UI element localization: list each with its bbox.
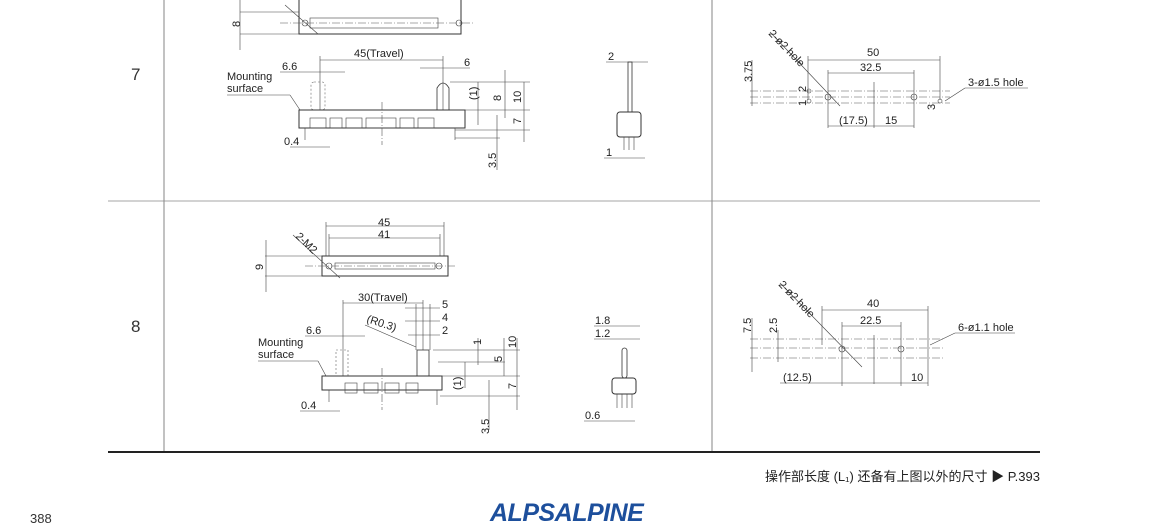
row8-w4: 4 <box>442 312 448 324</box>
row7-pcb-height: 3.75 <box>743 61 755 82</box>
row7-side-top: 2 <box>608 51 614 63</box>
row7-pin-3: 3 <box>926 104 938 110</box>
row-number-8: 8 <box>131 317 141 336</box>
row7-top-view: 8 <box>231 0 475 50</box>
row8-dim-1: 1 <box>472 339 484 345</box>
row8-w2: 2 <box>442 325 448 337</box>
footnote-other-lengths: 操作部长度 (L₁) 还备有上图以外的尺寸 ▶ P.393 <box>764 469 1040 484</box>
row7-pcb-layout: 50 32.5 (17.5) 15 2-ø2 hole 3-ø1.5 hole … <box>743 28 1028 128</box>
row8-dim-0-4: 0.4 <box>301 400 316 412</box>
row7-dim-3-5: 3.5 <box>487 153 499 168</box>
row8-front-view: 30(Travel) 5 4 2 (R0.3) 6.6 Mounting sur… <box>258 292 520 434</box>
row8-pcb-hole-a: 2-ø2 hole <box>776 279 817 321</box>
row8-travel: 30(Travel) <box>358 292 408 304</box>
row7-dim-8: 8 <box>492 95 504 101</box>
row8-dim-3-5: 3.5 <box>480 419 492 434</box>
row7-front-view: 45(Travel) 6.6 6 Mounting surface 0.4 (1… <box>227 48 530 170</box>
row-number-7: 7 <box>131 65 141 84</box>
row7-pcb-inner: 32.5 <box>860 62 881 74</box>
row8-pcb-hole-b: 6-ø1.1 hole <box>958 322 1014 334</box>
row8-top-outer: 45 <box>378 217 390 229</box>
row8-top-screw: 2-M2 <box>293 231 319 257</box>
row8-top-inner: 41 <box>378 229 390 241</box>
row7-pcb-offset: (17.5) <box>839 115 868 127</box>
row8-pcb-sub: 2.5 <box>768 318 780 333</box>
row7-top-height: 8 <box>231 21 243 27</box>
row8-dim-10: 10 <box>507 336 519 348</box>
row7-pcb-pitch: 15 <box>885 115 897 127</box>
page-number: 388 <box>30 511 52 526</box>
row8-dim-p1: (1) <box>452 377 464 390</box>
row8-dim-5: 5 <box>493 356 505 362</box>
row8-left-offset: 6.6 <box>306 325 321 337</box>
row8-top-view: 45 41 2-M2 9 <box>254 217 455 292</box>
row8-pcb-width: 40 <box>867 298 879 310</box>
row7-travel: 45(Travel) <box>354 48 404 60</box>
alpsalpine-logo: ALPSALPINE <box>490 499 644 527</box>
row8-pcb-height: 7.5 <box>742 318 754 333</box>
row7-right-width: 6 <box>464 57 470 69</box>
row8-pcb-layout: 40 22.5 (12.5) 10 2-ø2 hole 6-ø1.1 hole … <box>742 279 1015 386</box>
row8-pcb-pitch: 10 <box>911 372 923 384</box>
row7-pin-2: 2 <box>797 86 809 92</box>
row8-radius: (R0.3) <box>365 313 398 334</box>
row7-mounting-label-1: Mounting <box>227 71 272 83</box>
row7-pcb-hole-a: 2-ø2 hole <box>766 28 807 70</box>
row7-left-offset: 6.6 <box>282 61 297 73</box>
row8-side-view: 1.8 1.2 0.6 <box>584 315 640 422</box>
row7-side-view: 2 1 <box>604 51 648 159</box>
row8-pcb-inner: 22.5 <box>860 315 881 327</box>
row8-side-bottom: 0.6 <box>585 410 600 422</box>
row7-dim-10: 10 <box>512 91 524 103</box>
row7-dim-7: 7 <box>512 118 524 124</box>
row8-dim-7: 7 <box>507 383 519 389</box>
row8-w5: 5 <box>442 299 448 311</box>
row8-top-height: 9 <box>254 264 266 270</box>
row8-pcb-offset: (12.5) <box>783 372 812 384</box>
row7-dim-0-4: 0.4 <box>284 136 299 148</box>
row8-side-w18: 1.8 <box>595 315 610 327</box>
row7-pcb-hole-b: 3-ø1.5 hole <box>968 77 1024 89</box>
row7-pin-1: 1 <box>797 100 809 106</box>
row7-pcb-width: 50 <box>867 47 879 59</box>
row7-dim-1: (1) <box>468 87 480 100</box>
row8-mounting-label-1: Mounting <box>258 337 303 349</box>
row8-mounting-label-2: surface <box>258 349 294 361</box>
row8-side-w12: 1.2 <box>595 328 610 340</box>
row7-side-bottom: 1 <box>606 147 612 159</box>
row7-mounting-label-2: surface <box>227 83 263 95</box>
